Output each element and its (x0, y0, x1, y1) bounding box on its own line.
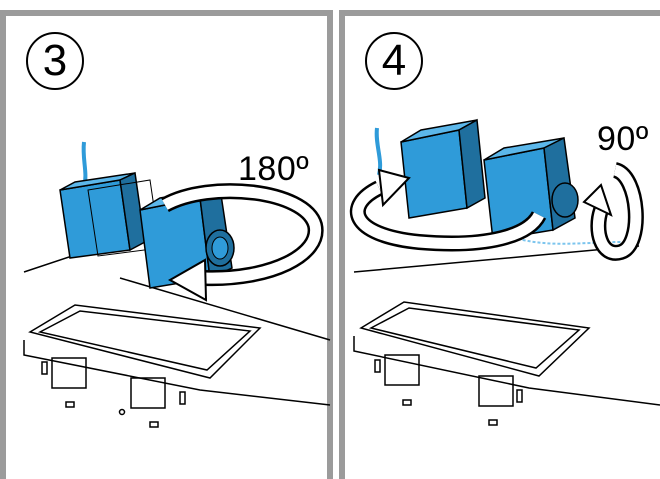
cable (374, 127, 383, 176)
rotation-arrow-icon (349, 168, 547, 252)
rotation-arrow-icon (582, 162, 644, 261)
step-4-panel: 4 90º (339, 10, 660, 479)
step-3-frame (0, 10, 333, 479)
tray-outline (353, 301, 660, 426)
step-4-number: 4 (365, 32, 423, 90)
rotation-arrow-icon (161, 183, 324, 302)
step-4-illustration (349, 118, 660, 426)
fan-unit-icon (400, 118, 486, 219)
step-3-panel: 3 180º (0, 10, 333, 479)
step-4-rotation-label: 90º (597, 120, 649, 158)
step-4-frame (339, 10, 660, 479)
step-3-illustration (23, 141, 331, 428)
step-3-rotation-label: 180º (238, 150, 310, 188)
chain (498, 231, 622, 245)
step-3-number: 3 (26, 32, 84, 90)
counter-edge (353, 245, 640, 273)
tray-outline (23, 304, 331, 428)
